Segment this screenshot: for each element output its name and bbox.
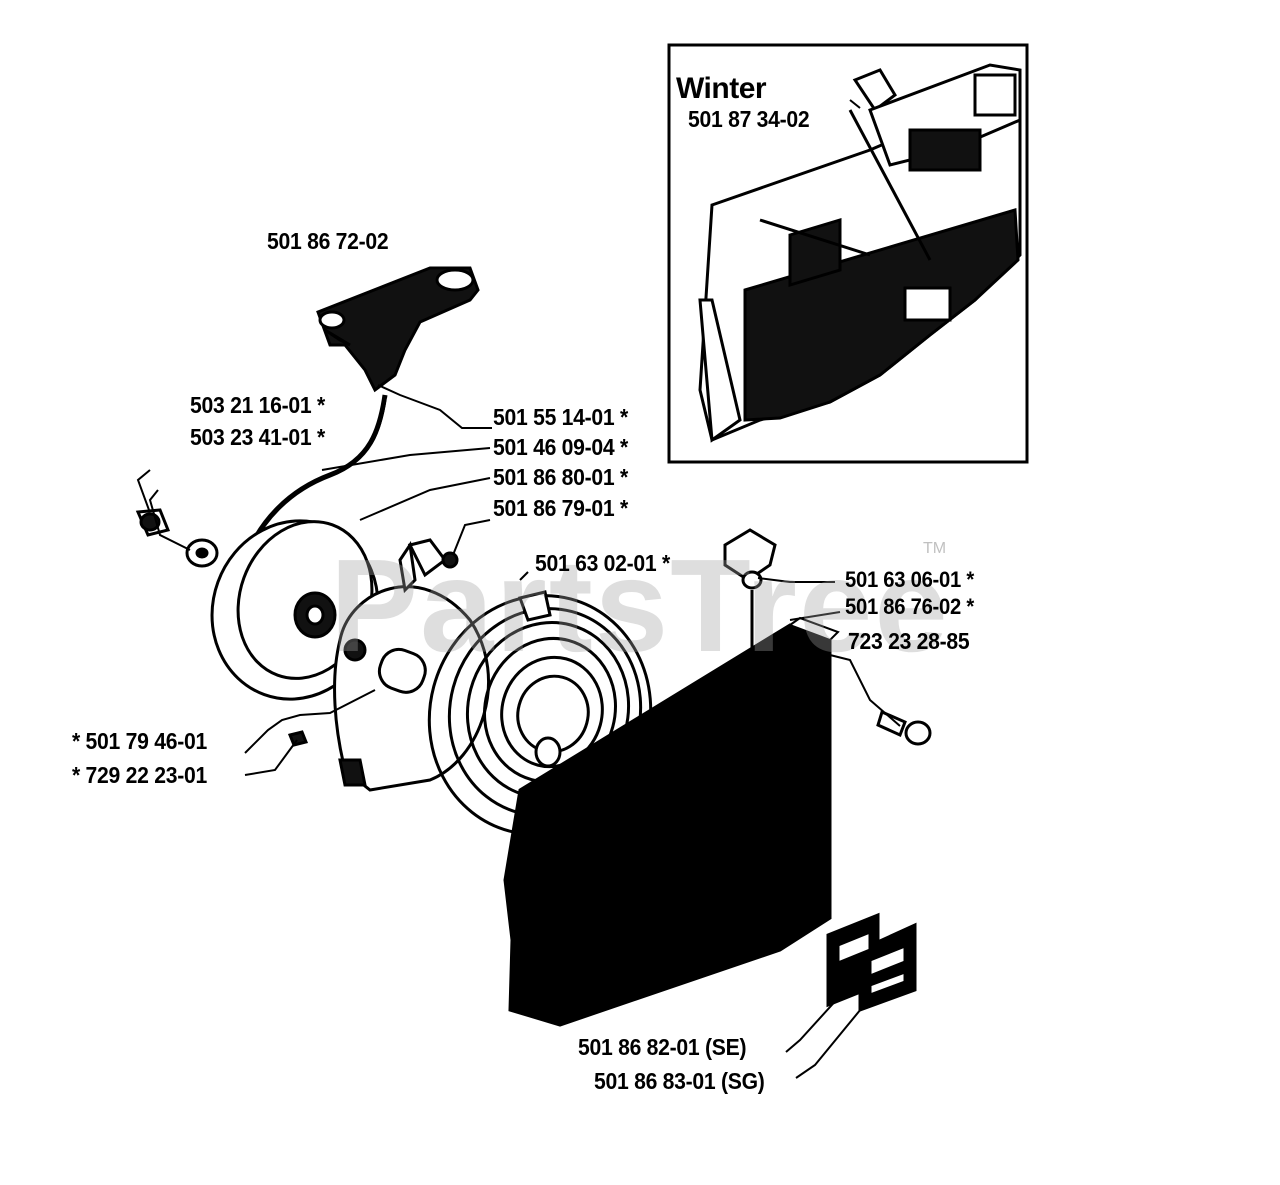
inset-cover-illustration (698, 63, 1022, 443)
inset-frame (667, 43, 1029, 464)
pawl-plate (287, 538, 491, 792)
label-decal-se: 501 86 82-01 (SE) (578, 1034, 747, 1060)
label-rope: 501 46 09-04 * (493, 434, 628, 460)
leader-lines (136, 384, 901, 1079)
cover-screw (876, 709, 932, 746)
starter-rope (242, 394, 388, 561)
inset-title: Winter (676, 72, 767, 105)
label-bushing: 501 63 06-01 * (845, 567, 974, 592)
label-pulley: 501 86 80-01 * (493, 464, 628, 490)
decal-set (826, 912, 917, 1013)
label-bushing2: 501 86 76-02 * (845, 594, 974, 619)
label-pawl: 501 86 79-01 * (493, 495, 628, 521)
label-washer: 503 23 41-01 * (190, 424, 325, 450)
watermark-trademark: TM (923, 540, 947, 557)
inset-leader (849, 99, 861, 109)
label-centre-screw: * 729 22 23-01 (72, 762, 207, 788)
label-decal-sg: 501 86 83-01 (SG) (594, 1068, 765, 1094)
inset-part-number: 501 87 34-02 (688, 106, 810, 132)
watermark: PartsTree (330, 532, 950, 679)
washer-part (185, 538, 219, 568)
starter-cover (503, 623, 832, 1027)
label-cover-screw: 723 23 28-85 (848, 628, 970, 654)
label-centre-spring: * 501 79 46-01 (72, 728, 207, 754)
cover-bushing (723, 528, 777, 660)
label-handle: 501 86 72-02 (267, 228, 389, 254)
label-screw-outer: 503 21 16-01 * (190, 392, 325, 418)
label-handle-insert: 501 55 14-01 * (493, 404, 628, 430)
label-spring-housing: 501 63 02-01 * (535, 550, 670, 576)
starter-handle (316, 266, 480, 393)
